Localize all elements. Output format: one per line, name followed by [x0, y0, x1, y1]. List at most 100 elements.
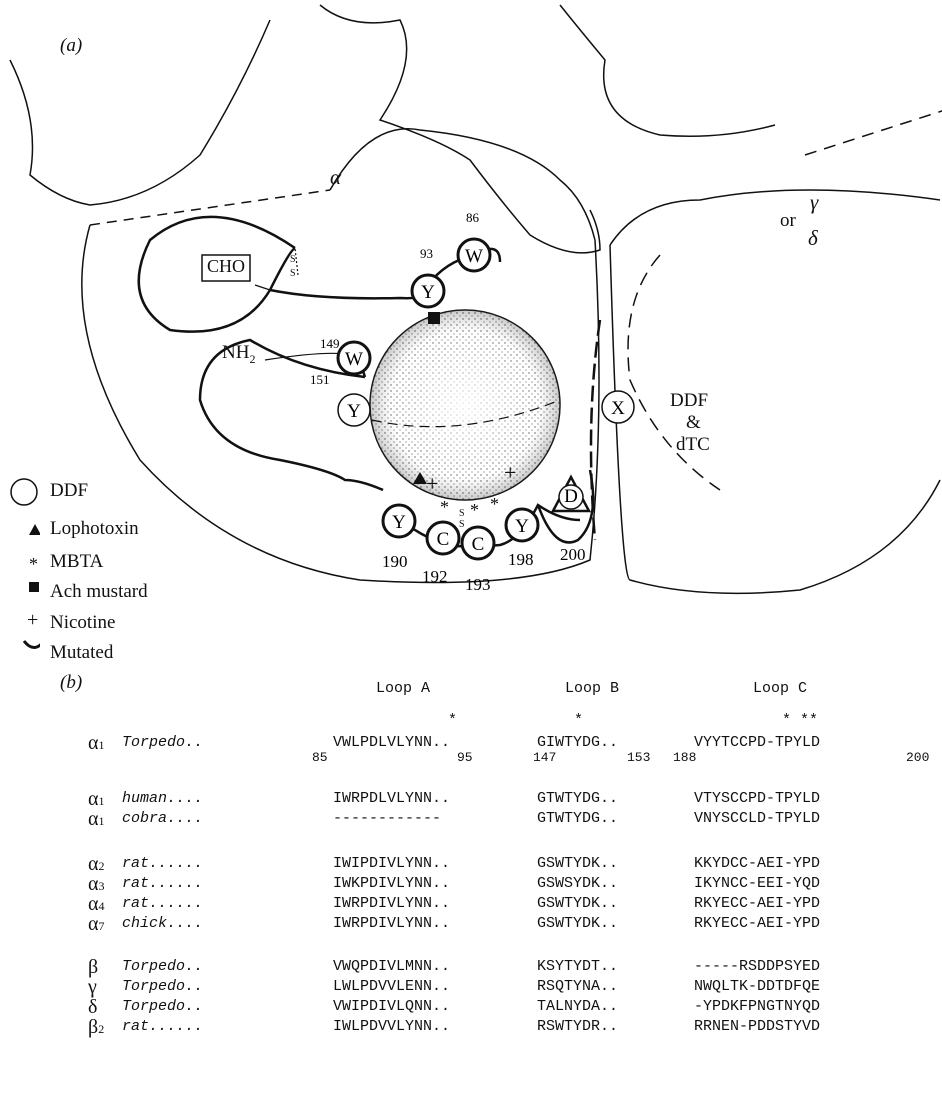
svg-text:S: S [290, 254, 296, 265]
loop-b-seq: RSQTYNA.. [537, 978, 619, 995]
residue-marker-c192 [425, 520, 461, 556]
loop-c-seq: NWQLTK-DDTDFQE [694, 978, 821, 995]
ach-mustard-mark [428, 312, 440, 324]
species-label: rat...... [122, 875, 204, 892]
loop-b-seq: GTWTYDG.. [537, 790, 619, 807]
subunit-alpha-label: α [330, 165, 342, 189]
residue-marker-y93 [410, 273, 446, 309]
lophotoxin-mark [413, 472, 427, 484]
residue-letter: Y [347, 401, 361, 422]
subunit-delta-label: δ [808, 226, 818, 250]
residue-number: 149 [320, 336, 340, 351]
loop-a-seq: IWIPDIVLYNN.. [333, 855, 451, 872]
subunit-symbol: α1 [88, 732, 105, 754]
loop-c-seq: VNYSCCLD-TPYLD [694, 810, 821, 827]
residue-letter: C [437, 529, 450, 550]
legend-square-icon [29, 582, 39, 592]
species-label: Torpedo.. [122, 978, 204, 995]
residue-marker-y190 [381, 503, 417, 539]
subunit-symbol: β2 [88, 1016, 105, 1038]
loop-a-seq: VWIPDIVLQNN.. [333, 998, 451, 1015]
residue-number: 200 [560, 545, 586, 564]
svg-text:S: S [290, 268, 296, 279]
num-c-start: 188 [673, 750, 697, 765]
legend-plus-icon: + [27, 609, 38, 631]
loop-b-seq: GIWTYDG.. [537, 734, 619, 751]
loop-c-seq: -YPDKFPNGTNYQD [694, 998, 821, 1015]
num-a-start: 85 [312, 750, 328, 765]
nicotine-mark: + [426, 471, 438, 496]
mbta-mark: * [470, 500, 479, 520]
subunit-symbol: β [88, 956, 99, 978]
residue-number: 198 [508, 550, 534, 569]
loop-a-seq: LWLPDVVLENN.. [333, 978, 451, 995]
species-label: Torpedo.. [122, 958, 204, 975]
legend: * + DDF Lophotoxin MBTA Ach mustard Nico… [10, 476, 270, 666]
subunit-symbol: α4 [88, 893, 105, 915]
species-label: rat...... [122, 1018, 204, 1035]
residue-number: 190 [382, 552, 408, 571]
loop-b-seq: GSWTYDK.. [537, 895, 619, 912]
subunit-or-label: or [780, 210, 796, 231]
residue-letter: W [465, 246, 483, 267]
loop-a-seq: IWRPDLVLYNN.. [333, 790, 451, 807]
residue-letter: C [472, 534, 485, 555]
residue-letter: X [611, 398, 625, 419]
mbta-mark: * [440, 497, 449, 517]
dtc-label: dTC [676, 434, 710, 455]
residue-number: 86 [466, 210, 480, 225]
loop-b-seq: KSYTYDT.. [537, 958, 619, 975]
svg-text:S: S [459, 508, 465, 519]
loop-a-seq: IWRPDIVLYNN.. [333, 895, 451, 912]
legend-ach-mustard: Ach mustard [50, 581, 148, 602]
loop-b-seq: GSWSYDK.. [537, 875, 619, 892]
species-label: rat...... [122, 895, 204, 912]
loop-b-seq: GSWTYDK.. [537, 855, 619, 872]
legend-arc-icon [22, 640, 40, 649]
loop-c-seq: RRNEN-PDDSTYVD [694, 1018, 821, 1035]
species-label: Torpedo.. [122, 998, 204, 1015]
legend-lophotoxin: Lophotoxin [50, 518, 139, 539]
loop-b-seq: TALNYDA.. [537, 998, 619, 1015]
residue-number: 93 [420, 246, 433, 261]
subunit-outlines [9, 4, 942, 595]
species-label: rat...... [122, 855, 204, 872]
loop-a-seq: IWLPDVVLYNN.. [333, 1018, 451, 1035]
loop-a-seq: IWRPDIVLYNN.. [333, 915, 451, 932]
residue-marker-w86 [456, 237, 492, 273]
residue-letter: Y [515, 516, 529, 537]
subunit-symbol: δ [88, 996, 98, 1018]
legend-symbols: * + [10, 478, 40, 649]
legend-mbta: MBTA [50, 551, 104, 572]
loop-c-header: Loop C [753, 680, 808, 697]
num-b-end: 153 [627, 750, 651, 765]
residue-letter: Y [392, 512, 406, 533]
cho-box [201, 254, 251, 282]
residue-marker-y151 [337, 393, 371, 427]
nh2-label: NH2 [222, 342, 256, 366]
nicotine-mark: + [504, 460, 516, 485]
loop-a-seq: ------------ [333, 810, 442, 827]
amp-label: & [686, 412, 701, 433]
loop-c-seq: KKYDCC-AEI-YPD [694, 855, 821, 872]
subunit-symbol: α1 [88, 808, 105, 830]
residue-marker-x [601, 390, 635, 424]
species-label: human.... [122, 790, 204, 807]
loop-a-star: * [448, 712, 458, 729]
loop-b-seq: GTWTYDG.. [537, 810, 619, 827]
legend-ddf: DDF [50, 480, 89, 501]
residue-marker-c193 [460, 525, 496, 561]
legend-asterisk-icon: * [29, 554, 38, 574]
subunit-symbol: α7 [88, 913, 105, 935]
